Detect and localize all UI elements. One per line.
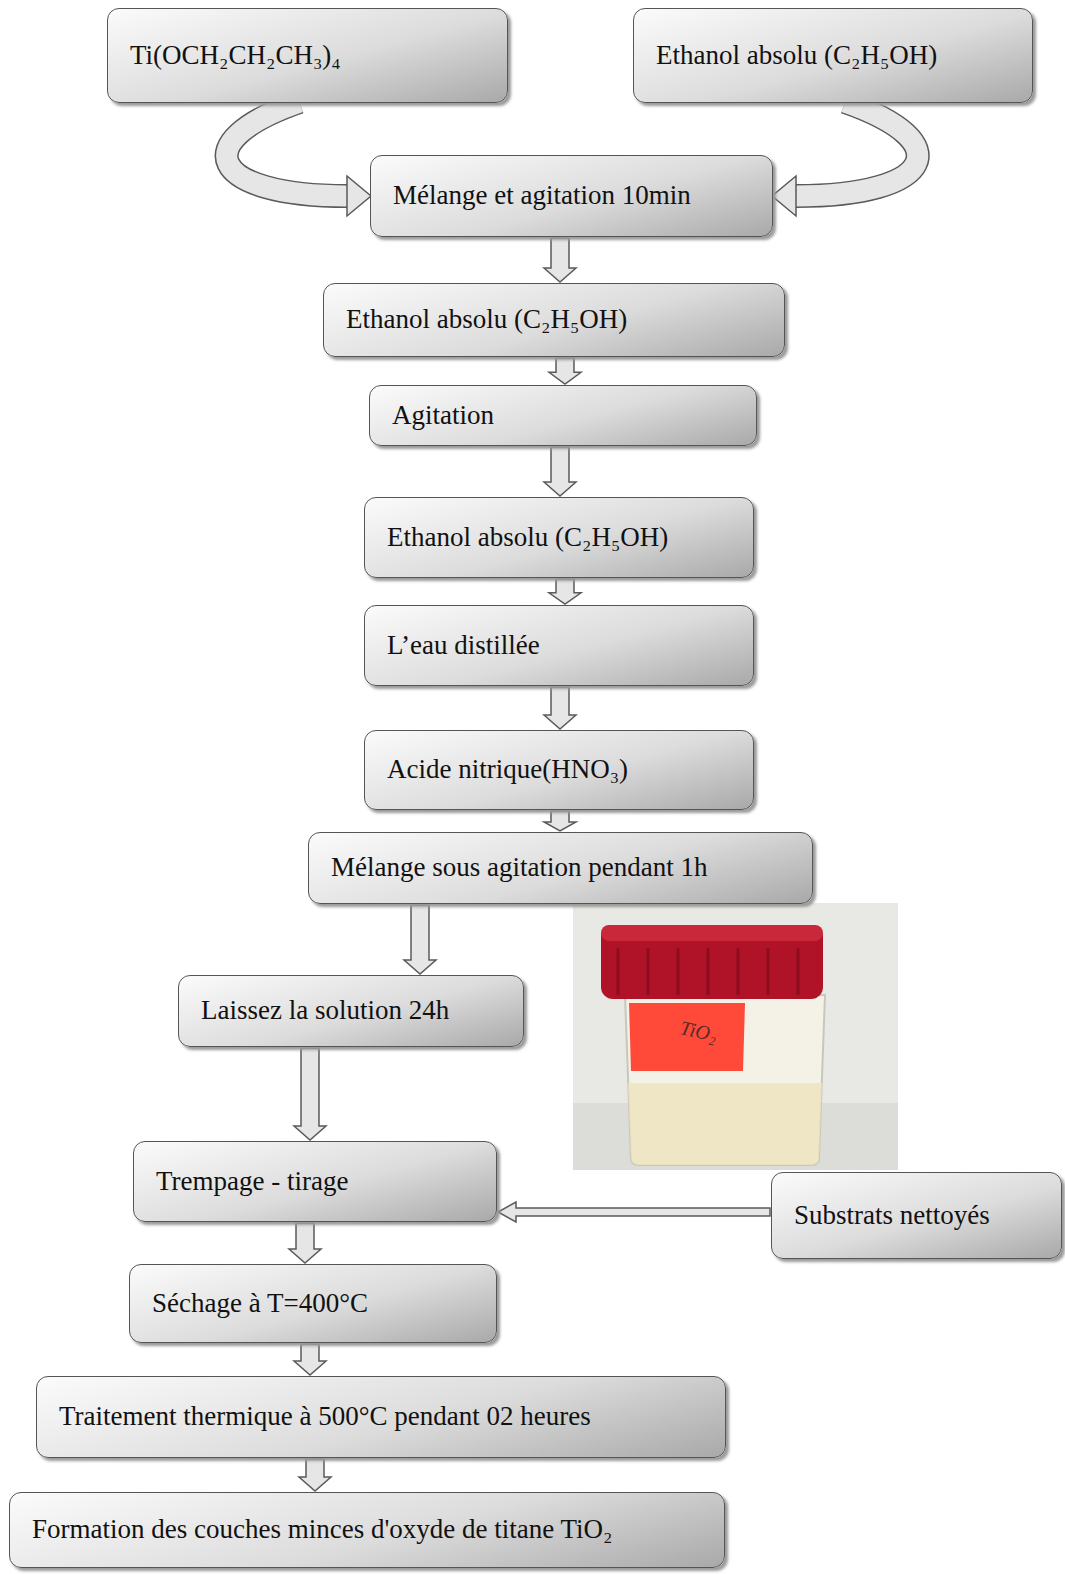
cap-ridge	[647, 948, 650, 995]
box-text: Mélange sous agitation pendant 1h	[331, 852, 707, 883]
arrow-shape	[289, 1223, 321, 1263]
arrow-shape	[544, 811, 576, 831]
flow-arrow	[404, 905, 436, 974]
box-text: Mélange et agitation 10min	[393, 180, 691, 211]
box-text: Ethanol absolu (C₂H₅OH)	[656, 40, 937, 71]
flow-arrow	[294, 1048, 326, 1140]
box-text: Laissez la solution 24h	[201, 995, 449, 1026]
process-box: Acide nitrique(HNO₃)	[364, 730, 754, 810]
process-box: Ethanol absolu (C₂H₅OH)	[323, 283, 785, 357]
flow-arrow	[498, 1202, 770, 1222]
process-box: Séchage à T=400°C	[129, 1264, 497, 1343]
arrow-shape	[498, 1202, 770, 1222]
flow-arrow	[544, 811, 576, 831]
flow-arrow	[549, 358, 581, 384]
jar-cap	[601, 925, 823, 999]
arrow-shape	[299, 1459, 331, 1491]
arrow-outline	[796, 102, 918, 196]
cap-ridge	[737, 948, 740, 995]
cap-ridge	[617, 948, 620, 995]
cap-ridge	[707, 948, 710, 995]
cap-top	[601, 925, 823, 941]
box-text: Ethanol absolu (C₂H₅OH)	[387, 522, 668, 553]
process-box: Substrats nettoyés	[771, 1172, 1062, 1259]
process-box: Ethanol absolu (C₂H₅OH)	[364, 497, 754, 578]
flow-arrow	[544, 687, 576, 729]
box-text: Ti(OCH₂CH₂CH₃)₄	[130, 40, 341, 71]
process-box: Ethanol absolu (C₂H₅OH)	[633, 8, 1033, 103]
box-text: L’eau distillée	[387, 630, 540, 661]
box-text: Formation des couches minces d'oxyde de …	[32, 1514, 612, 1545]
solution-photo	[573, 903, 898, 1170]
jar-label-sticker	[629, 1003, 745, 1071]
jar-body	[625, 995, 825, 1165]
cap-ridge	[767, 948, 770, 995]
cap-ridges	[618, 948, 798, 995]
arrow-head	[772, 176, 796, 216]
box-text: Trempage - tirage	[156, 1166, 348, 1197]
arrow-shape	[404, 905, 436, 974]
process-box: Traitement thermique à 500°C pendant 02 …	[36, 1376, 726, 1458]
flow-arrow	[772, 102, 918, 216]
box-text: Traitement thermique à 500°C pendant 02 …	[59, 1401, 591, 1432]
flow-arrow	[549, 579, 581, 604]
flow-arrow	[294, 1344, 326, 1375]
arrow-shape	[544, 447, 576, 496]
process-box: Mélange sous agitation pendant 1h	[308, 832, 813, 904]
arrow-body	[227, 102, 347, 196]
arrow-head	[347, 176, 371, 216]
box-text: Agitation	[392, 400, 494, 431]
process-box: Agitation	[369, 385, 757, 446]
arrow-shape	[549, 579, 581, 604]
cap-ridge	[677, 948, 680, 995]
flow-arrow	[227, 102, 371, 216]
photo-background	[573, 903, 898, 1170]
box-text: Substrats nettoyés	[794, 1200, 990, 1231]
process-box: L’eau distillée	[364, 605, 754, 686]
arrow-body	[796, 102, 918, 196]
process-box: Mélange et agitation 10min	[370, 155, 773, 237]
process-box: Formation des couches minces d'oxyde de …	[9, 1492, 725, 1568]
process-box: Trempage - tirage	[133, 1141, 497, 1222]
jar-liquid	[628, 1083, 822, 1165]
process-box: Ti(OCH₂CH₂CH₃)₄	[107, 8, 508, 103]
flow-arrow	[544, 238, 576, 282]
box-text: Ethanol absolu (C₂H₅OH)	[346, 304, 627, 335]
arrow-shape	[544, 238, 576, 282]
arrow-shape	[544, 687, 576, 729]
flow-arrow	[289, 1223, 321, 1263]
flow-arrow	[299, 1459, 331, 1491]
arrow-shape	[294, 1344, 326, 1375]
arrow-shape	[549, 358, 581, 384]
cap-ridge	[797, 948, 800, 995]
box-text: Séchage à T=400°C	[152, 1288, 368, 1319]
flow-arrow	[544, 447, 576, 496]
arrow-shape	[294, 1048, 326, 1140]
arrow-outline	[227, 102, 347, 196]
process-box: Laissez la solution 24h	[178, 975, 524, 1047]
box-text: Acide nitrique(HNO₃)	[387, 754, 628, 785]
